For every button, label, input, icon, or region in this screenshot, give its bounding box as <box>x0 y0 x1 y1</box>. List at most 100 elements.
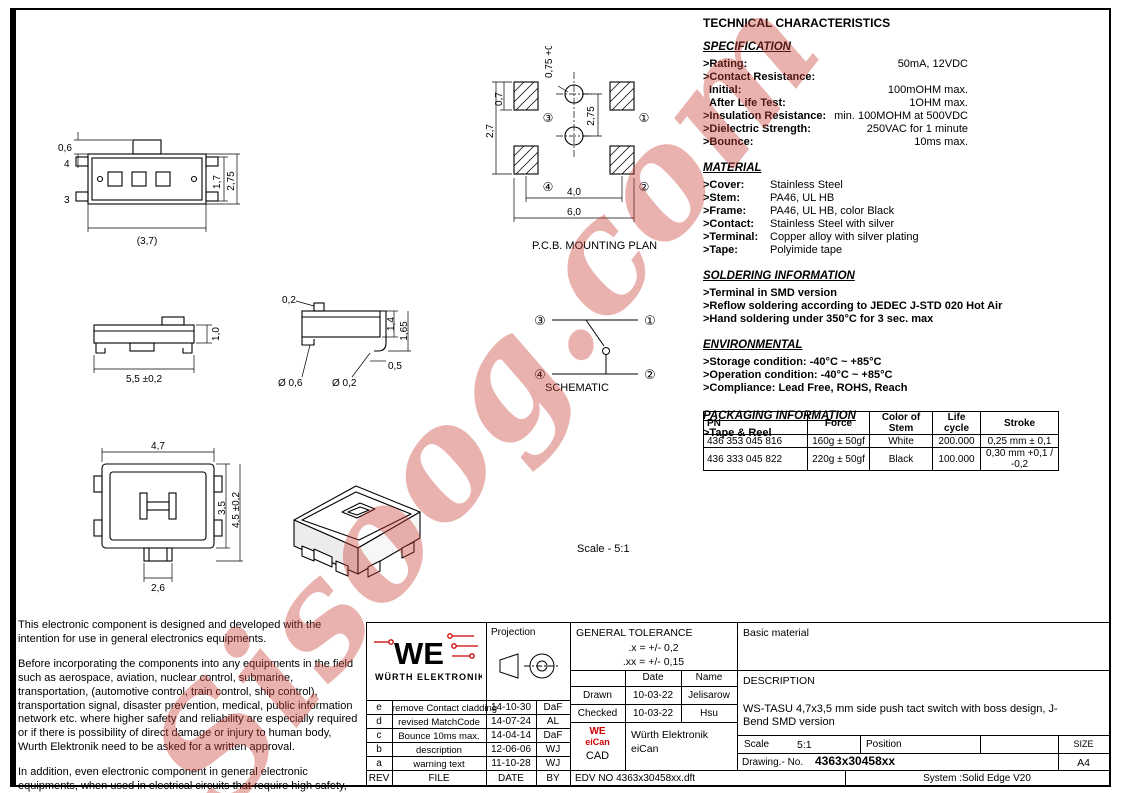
material-label: >Terminal: <box>703 231 759 243</box>
material-row: >Frame: PA46, UL HB, color Black <box>703 205 1069 218</box>
soldering-line: >Reflow soldering according to JEDEC J-S… <box>703 300 1003 312</box>
cell-color: White <box>869 434 933 448</box>
material-label: >Tape: <box>703 244 738 256</box>
cell-force: 160g ± 50gf <box>807 434 870 448</box>
titleblock-line <box>570 722 737 723</box>
dim-label: 2,75 <box>226 171 237 191</box>
pin-circle-2: ② <box>639 180 650 194</box>
cell-color: Black <box>869 447 933 471</box>
dim-label: 0,7 <box>494 92 505 106</box>
drawing-no-value: 4363x30458xx <box>815 754 896 768</box>
scale-note: Scale - 5:1 <box>577 543 630 555</box>
revision-date: 14-04-14 <box>490 730 532 741</box>
cell-pn: 436 333 045 822 <box>703 447 808 471</box>
dim-label: 4,0 <box>567 187 581 198</box>
cad-logo-eican: eiCan <box>585 737 610 747</box>
col-header-lifecycle: Life cycle <box>932 411 981 435</box>
projection-symbol-shapes <box>499 653 560 679</box>
cell-lifecycle: 200.000 <box>932 434 981 448</box>
titleblock-line <box>486 622 487 785</box>
pad-hatching <box>513 81 635 175</box>
side-view-1-dimension-lines <box>93 324 212 373</box>
basic-material-label: Basic material <box>743 627 809 639</box>
material-value: Polyimide tape <box>770 244 843 256</box>
material-row: >Contact: Stainless Steel with silver <box>703 218 1069 231</box>
revision-letter: d <box>376 716 382 727</box>
cad-logo: WE eiCan CAD <box>572 726 623 762</box>
spec-value: 250VAC for 1 minute <box>866 123 968 135</box>
pin-circle-1: ① <box>639 111 650 125</box>
revision-letter: c <box>376 730 382 741</box>
revision-description: remove Contact cladding <box>392 703 498 714</box>
revision-by: WJ <box>545 758 561 769</box>
wurth-elektronik-logo: WE WÜRTH ELEKTRONIK <box>374 633 482 682</box>
revision-by: WJ <box>545 744 561 755</box>
company-name: Würth Elektronik <box>631 729 709 741</box>
titleblock-line <box>366 728 570 729</box>
general-tolerance-heading: GENERAL TOLERANCE <box>576 627 693 639</box>
pin-circle-1: ① <box>644 313 656 328</box>
soldering-line: >Terminal in SMD version <box>703 287 837 299</box>
cell-force: 220g ± 50gf <box>807 447 870 471</box>
spec-row: >Contact Resistance: <box>703 71 968 84</box>
pin-circle-3: ③ <box>543 111 554 125</box>
projection-symbol-icon <box>499 653 560 679</box>
material-value: PA46, UL HB, color Black <box>770 205 895 217</box>
titleblock-line <box>737 753 1109 754</box>
material-row: >Tape: Polyimide tape <box>703 244 1069 257</box>
dim-label: 4,5 ±0,2 <box>231 492 242 529</box>
disclaimer-text: This electronic component is designed an… <box>18 619 363 793</box>
disclaimer-paragraph: This electronic component is designed an… <box>18 619 322 645</box>
titleblock-line <box>536 700 537 785</box>
dim-label: 1,7 <box>212 175 223 189</box>
tolerance-x: .x = +/- 0,2 <box>628 642 679 654</box>
schematic-lines <box>552 319 638 375</box>
side-view-2-drawing: 0,2 1,4 1,65 0,5 Ø 0,6 Ø 0,2 <box>278 295 411 389</box>
dim-label: 1,65 <box>399 321 410 341</box>
drawing-frame-border <box>10 8 1111 787</box>
spec-row: After Life Test: 1OHM max. <box>703 97 968 110</box>
name-column-header: Name <box>695 672 723 683</box>
pcb-mounting-plan-drawing: 2,7 0,7 0,75 +0,1/-0 2,75 4,0 6,0 ③ ① ④ … <box>486 46 650 222</box>
revision-description: Bounce 10ms max. <box>398 731 480 742</box>
side-view-1-drawing: 1,0 5,5 ±0,2 <box>93 316 221 385</box>
dim-label: 0,5 <box>388 361 402 372</box>
titleblock-line <box>570 704 737 705</box>
checked-label: Checked <box>577 708 618 719</box>
top-view-drawing: 4,7 3,5 4,5 ±0,2 2,6 <box>93 441 243 594</box>
environmental-line: >Compliance: Lead Free, ROHS, Reach <box>703 382 908 394</box>
revision-letter: b <box>376 744 382 755</box>
logo-circuit-traces <box>374 633 478 659</box>
drawn-name: Jelisarow <box>688 690 730 701</box>
drawing-no-label: Drawing.- No. <box>742 757 804 768</box>
panel-title: TECHNICAL CHARACTERISTICS <box>703 16 891 30</box>
spec-label: Initial: <box>709 84 742 96</box>
checked-name: Hsu <box>700 708 718 719</box>
front-view-drawing: 0,6 4 3 1,7 2,75 (3,7) <box>58 132 240 247</box>
dim-label: 4,7 <box>151 441 165 452</box>
titleblock-line <box>366 770 1109 771</box>
spec-label: >Rating: <box>703 58 748 70</box>
side-view-2-dimension-lines <box>295 300 411 378</box>
revision-letter: e <box>376 702 382 713</box>
titleblock-line <box>366 622 367 785</box>
dim-label: 0,75 +0,1/-0 <box>544 46 555 78</box>
titleblock-line <box>737 622 738 770</box>
description-header: DESCRIPTION <box>743 675 815 687</box>
titleblock-line <box>366 742 570 743</box>
revision-date: 14-10-30 <box>490 702 532 713</box>
drawn-date: 10-03-22 <box>632 690 674 701</box>
pin-number-label: 4 <box>64 159 70 170</box>
disclaimer-paragraph: Before incorporating the components into… <box>18 658 358 753</box>
parts-table-row: 436 333 045 822 220g ± 50gf Black 100.00… <box>703 447 1059 471</box>
material-value: PA46, UL HB <box>770 192 835 204</box>
col-header-stroke: Stroke <box>980 411 1059 435</box>
spec-row: >Bounce: 10ms max. <box>703 136 968 149</box>
titleblock-line <box>366 756 570 757</box>
titleblock-line <box>366 714 570 715</box>
schematic-pin-numbers: ③ ① ④ ② <box>534 313 656 382</box>
titleblock-line <box>1058 735 1059 770</box>
logo-we-text: WE <box>394 636 444 671</box>
col-header-color: Color of Stem <box>869 411 933 435</box>
